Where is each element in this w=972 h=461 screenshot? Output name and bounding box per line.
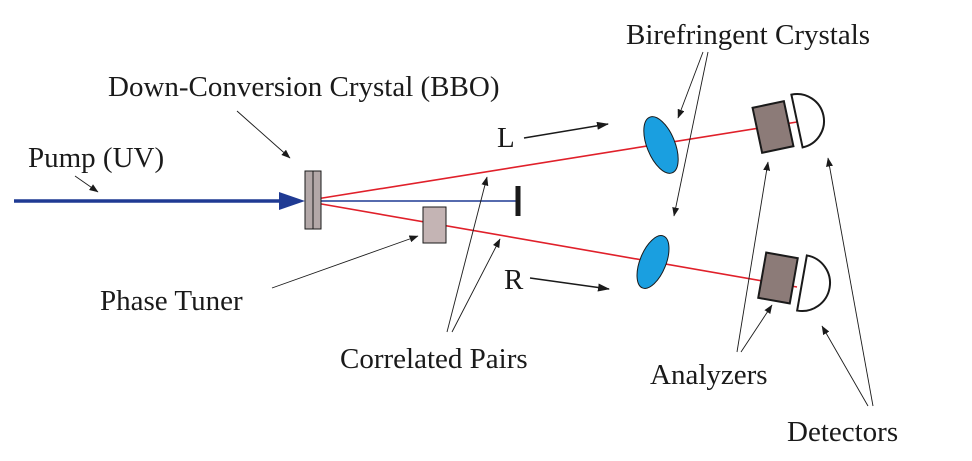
leader-analyzer-upper <box>736 161 771 353</box>
leader-pump <box>74 175 99 193</box>
label-detectors: Detectors <box>787 416 898 448</box>
beam-l-path <box>309 121 798 201</box>
label-beam-l: L <box>497 122 515 154</box>
leader-lines <box>74 51 874 407</box>
birefringent-crystal-lower <box>636 235 670 289</box>
bbo-crystal-plate-2 <box>312 170 322 230</box>
bbo-crystal-plate-1 <box>304 170 314 230</box>
analyzer-lower <box>757 251 799 305</box>
leader-analyzer-lower <box>740 304 773 353</box>
leader-detector-upper <box>826 157 874 407</box>
leader-phase-tuner <box>271 235 419 289</box>
leader-bbo <box>236 110 291 159</box>
label-birefringent-crystals: Birefringent Crystals <box>626 19 870 51</box>
beam-r-path <box>309 201 798 288</box>
label-beam-r: R <box>504 264 524 296</box>
beam-r-arrow <box>529 277 610 292</box>
leader-birefringent-upper <box>677 51 704 119</box>
leader-detector-lower <box>821 325 869 407</box>
label-phase-tuner: Phase Tuner <box>100 285 243 317</box>
label-correlated-pairs: Correlated Pairs <box>340 343 528 375</box>
phase-tuner-plate <box>422 206 447 244</box>
label-pump: Pump (UV) <box>28 142 164 174</box>
detector-upper <box>790 93 825 149</box>
label-down-conversion-crystal: Down-Conversion Crystal (BBO) <box>108 71 499 103</box>
leader-correlated-lower <box>451 238 501 333</box>
leader-birefringent-lower <box>672 51 709 217</box>
leader-correlated-upper <box>446 176 489 333</box>
label-analyzers: Analyzers <box>650 359 768 391</box>
analyzer-upper <box>751 99 795 155</box>
beam-l-arrow <box>523 121 609 139</box>
pump-arrowhead <box>279 192 305 210</box>
detector-lower <box>795 254 831 312</box>
birefringent-crystal-upper <box>643 116 679 174</box>
